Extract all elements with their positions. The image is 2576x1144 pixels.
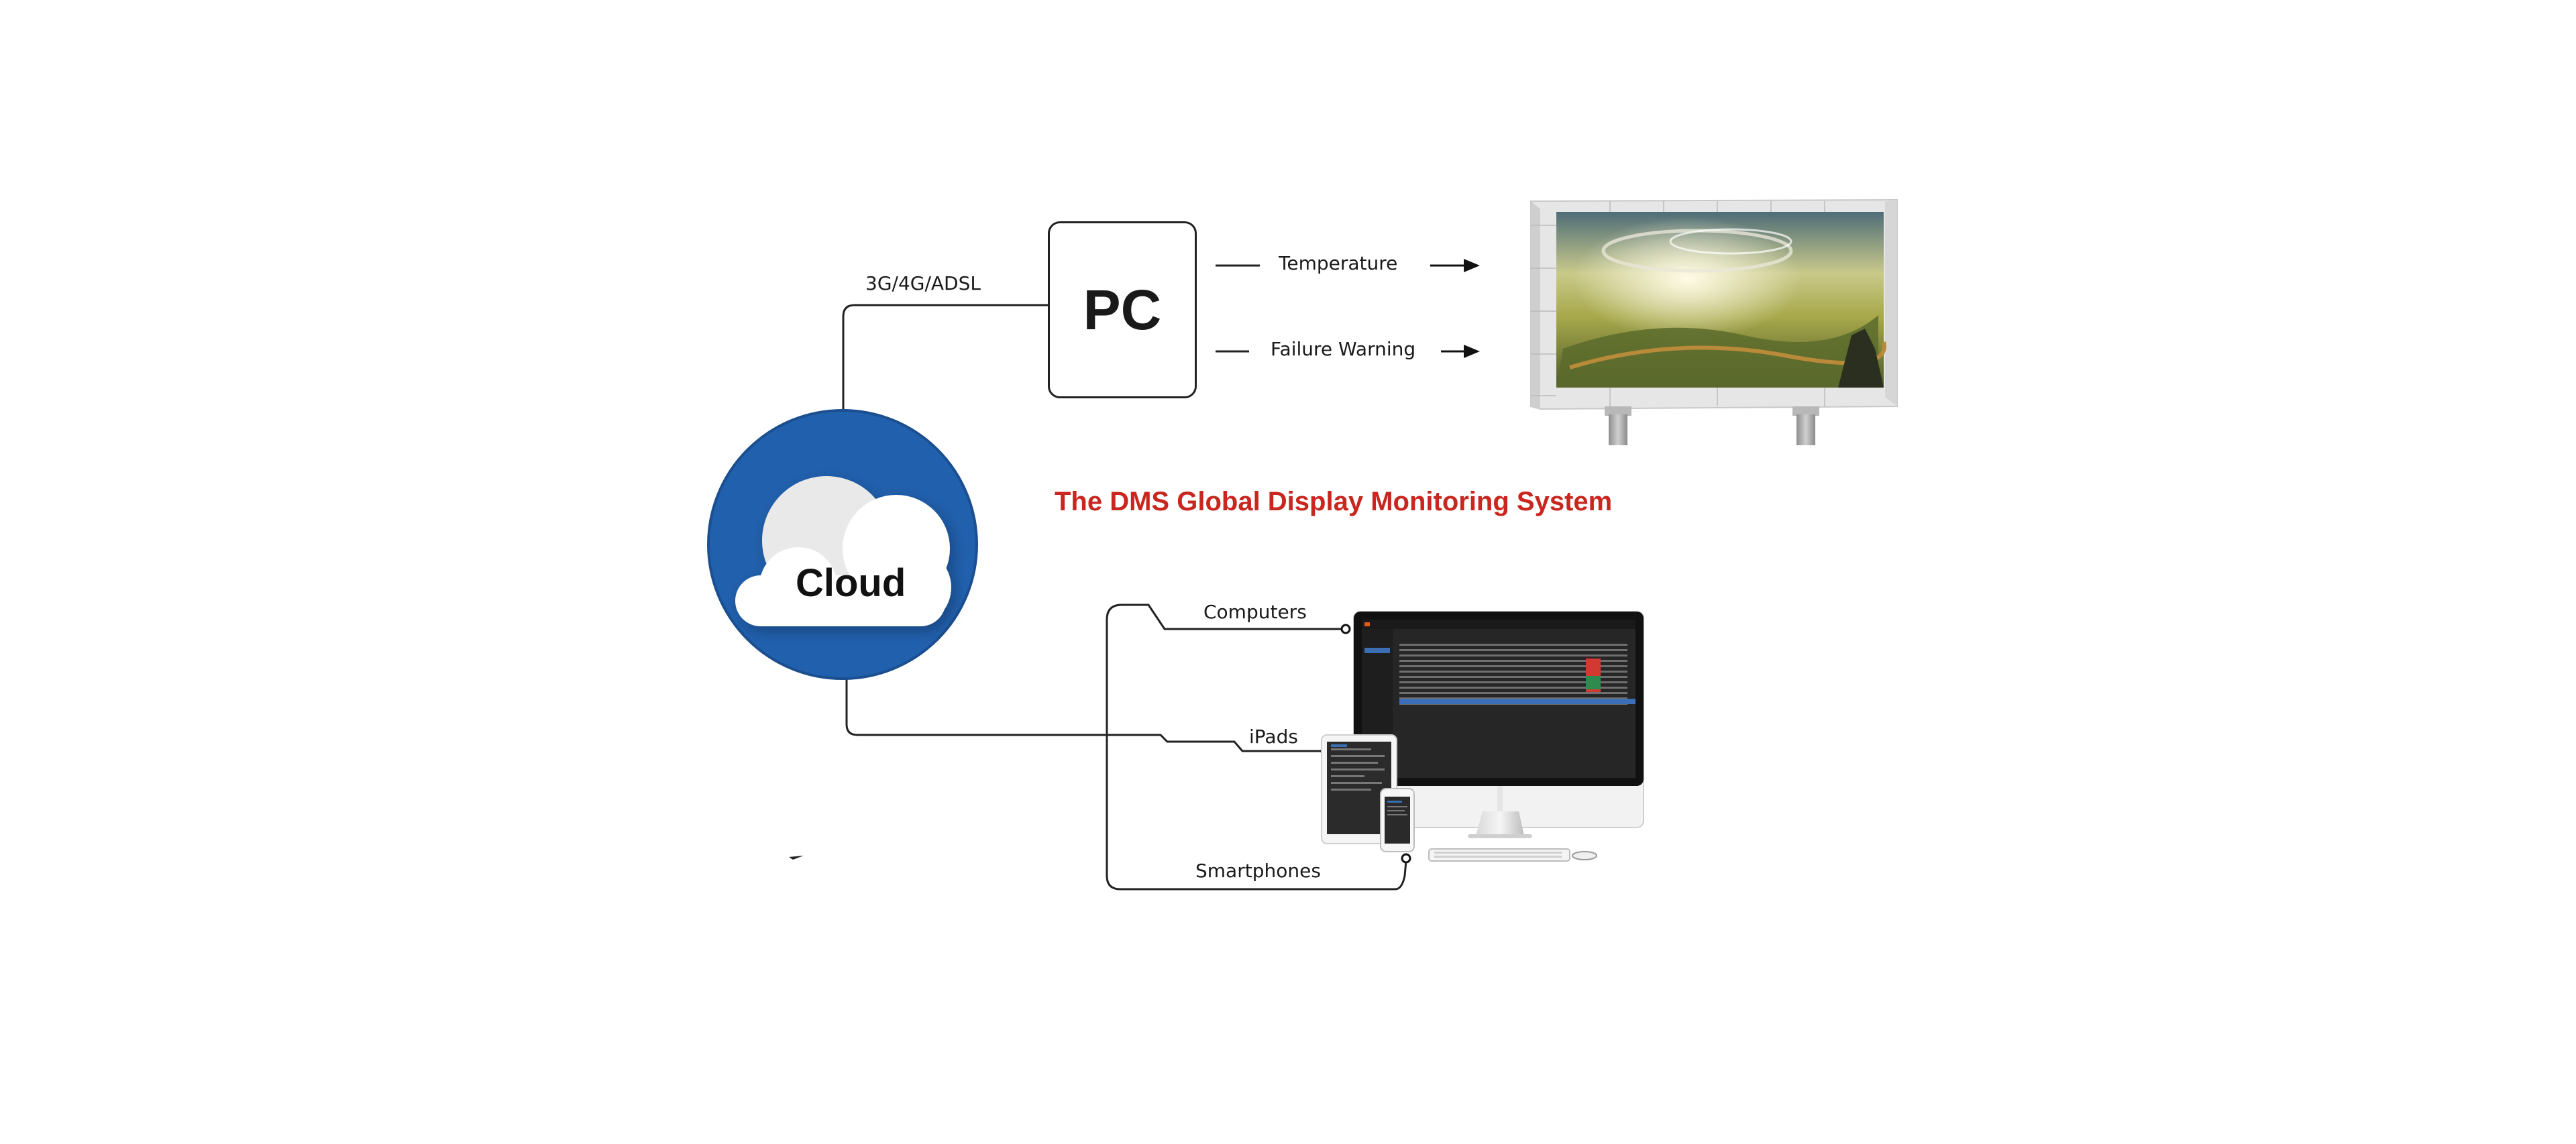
pc-label: PC [1083, 278, 1162, 341]
link-label: 3G/4G/ADSL [865, 272, 981, 294]
computers-branch-line [1106, 604, 1343, 735]
ipads-label: iPads [1249, 726, 1298, 748]
cloud-to-clients-line [845, 679, 1323, 752]
arrow-failure-warning [1441, 345, 1480, 358]
temperature-label: Temperature [1279, 252, 1398, 274]
diagram-title: The DMS Global Display Monitoring System [1055, 487, 1613, 516]
keyboard-icon [1428, 848, 1570, 862]
mouse-icon [1572, 851, 1597, 860]
connector-lines [842, 264, 1407, 891]
computers-label: Computers [1203, 601, 1307, 623]
stray-mark [789, 856, 804, 860]
led-billboard-icon [1530, 198, 1898, 445]
smartphones-branch-line [1106, 735, 1407, 891]
cloud-label: Cloud [796, 561, 906, 605]
desktop-monitor-icon [1353, 611, 1644, 838]
failure-warning-label: Failure Warning [1271, 338, 1416, 360]
smartphones-label: Smartphones [1195, 860, 1321, 882]
smartphones-endpoint [1401, 853, 1411, 864]
cloud-icon [707, 409, 978, 680]
smartphone-icon [1380, 788, 1415, 852]
pc-node: PC [1048, 221, 1197, 398]
arrow-temperature [1430, 259, 1480, 272]
cloud-to-pc-line [842, 304, 1048, 410]
computers-endpoint [1340, 624, 1351, 634]
